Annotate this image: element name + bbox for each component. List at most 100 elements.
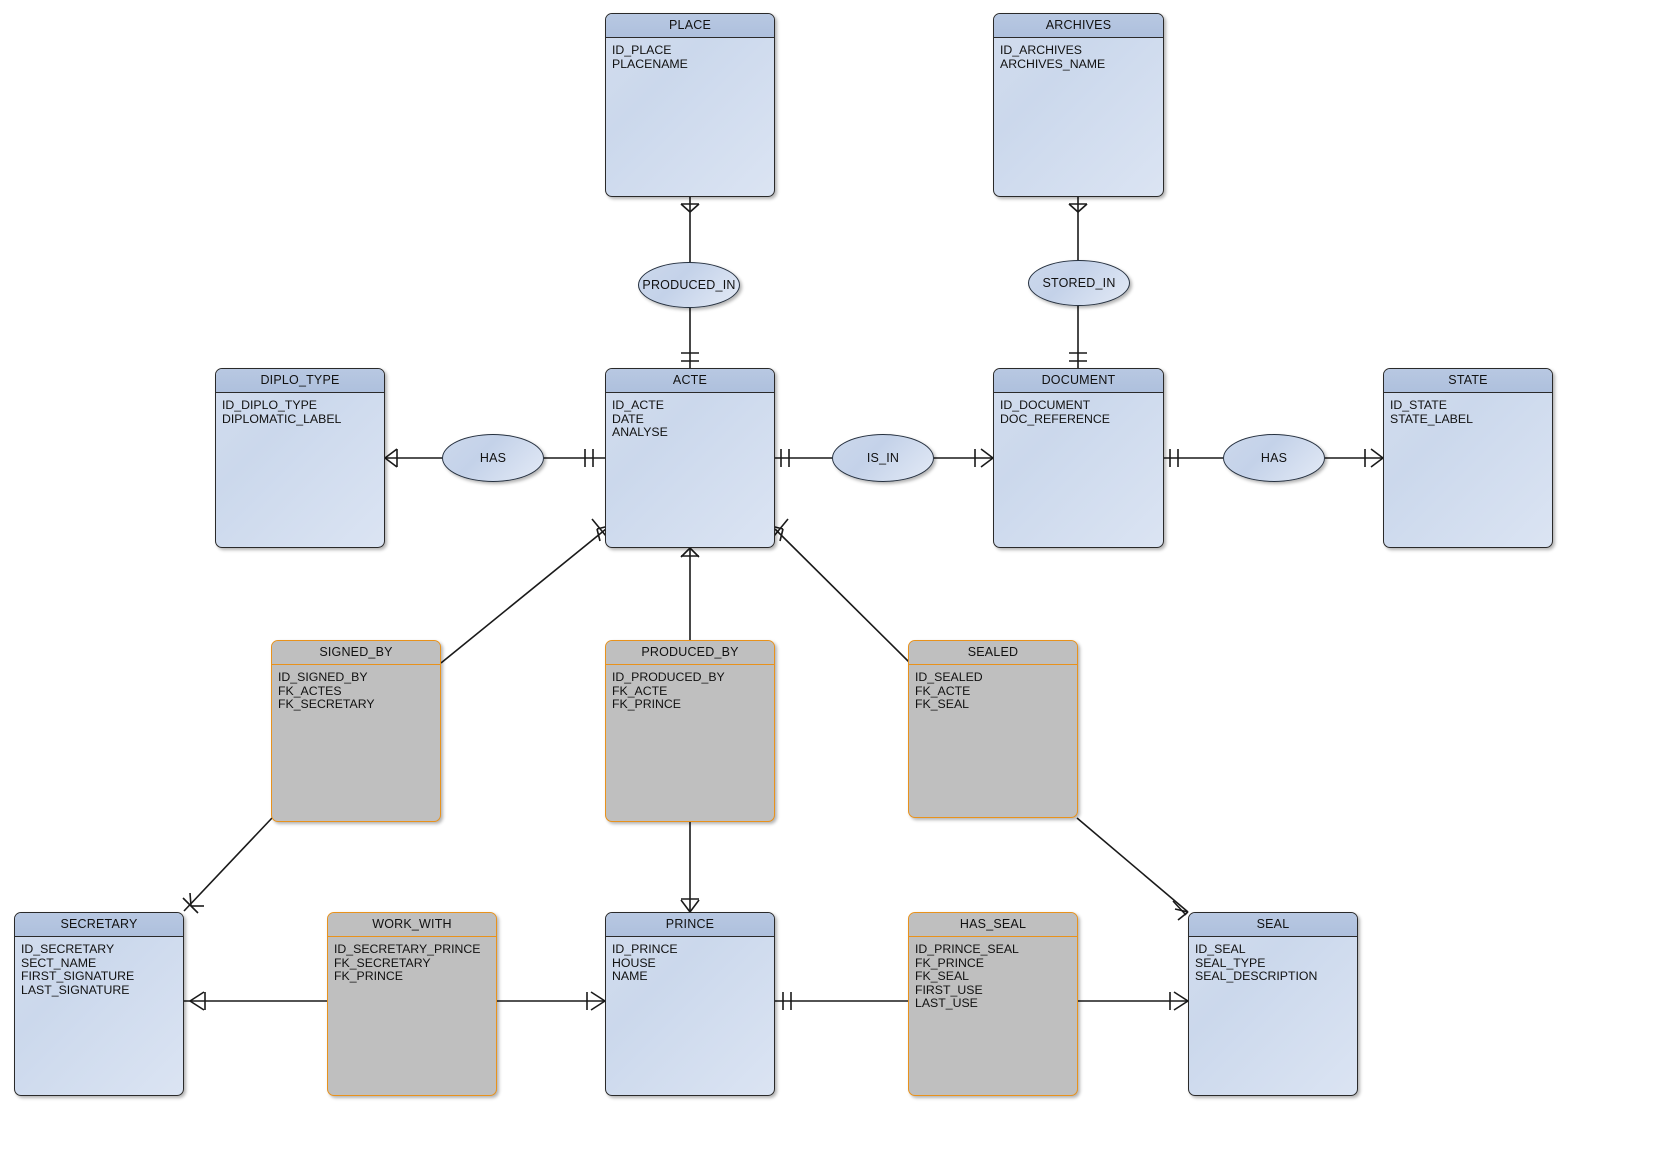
entity-seal[interactable]: SEAL ID_SEAL SEAL_TYPE SEAL_DESCRIPTION — [1188, 912, 1358, 1096]
attribute: DATE — [612, 411, 644, 426]
assoc-produced-by-title: PRODUCED_BY — [606, 641, 774, 665]
line-sealed-seal — [1076, 817, 1189, 913]
assoc-entity-sealed[interactable]: SEALED ID_SEALED FK_ACTE FK_SEAL — [908, 640, 1078, 818]
assoc-entity-signed-by[interactable]: SIGNED_BY ID_SIGNED_BY FK_ACTES FK_SECRE… — [271, 640, 441, 822]
crow-state-foot-a — [1370, 448, 1384, 459]
crow-diplotype-foot-b — [384, 457, 398, 468]
entity-state[interactable]: STATE ID_STATE STATE_LABEL — [1383, 368, 1553, 548]
entity-archives[interactable]: ARCHIVES ID_ARCHIVES ARCHIVES_NAME — [993, 13, 1164, 197]
entity-place[interactable]: PLACE ID_PLACE PLACENAME — [605, 13, 775, 197]
entity-secretary[interactable]: SECRETARY ID_SECRETARY SECT_NAME FIRST_S… — [14, 912, 184, 1096]
crow-prince-left-foot-a — [590, 991, 606, 1002]
crow-acte-sl-foot-b — [779, 528, 784, 542]
attribute: ID_PRINCE_SEAL — [915, 942, 1019, 956]
attribute: ID_PRINCE — [612, 942, 678, 956]
attribute: ID_SEAL — [1195, 942, 1246, 956]
attribute: FK_PRINCE — [612, 697, 682, 712]
crow-seal-left-foot-a — [1173, 991, 1189, 1002]
attribute: SEAL_TYPE — [1195, 955, 1266, 970]
attribute: DOC_REFERENCE — [1000, 411, 1111, 426]
crow-seal-left-foot-b — [1173, 1000, 1189, 1011]
assoc-entity-has-seal[interactable]: HAS_SEAL ID_PRINCE_SEAL FK_PRINCE FK_SEA… — [908, 912, 1078, 1096]
entity-prince[interactable]: PRINCE ID_PRINCE HOUSE NAME — [605, 912, 775, 1096]
attribute: FK_ACTES — [278, 683, 342, 698]
attribute: FK_SECRETARY — [334, 955, 431, 970]
attribute: FK_PRINCE — [915, 955, 985, 970]
crow-diplotype-foot-a — [384, 448, 398, 459]
attribute: ID_SIGNED_BY — [278, 670, 368, 684]
attribute: LAST_SIGNATURE — [21, 982, 130, 997]
attribute: FK_SEAL — [915, 697, 969, 712]
attribute: FK_SECRETARY — [278, 697, 375, 712]
entity-acte-attributes: ID_ACTE DATE ANALYSE — [606, 393, 774, 440]
attribute: FK_ACTE — [612, 683, 668, 698]
crow-document-foot-a — [980, 448, 994, 459]
attribute: FK_SEAL — [915, 969, 969, 984]
attribute: STATE_LABEL — [1390, 411, 1473, 426]
assoc-work-with-attributes: ID_SECRETARY_PRINCE FK_SECRETARY FK_PRIN… — [328, 937, 496, 984]
entity-prince-attributes: ID_PRINCE HOUSE NAME — [606, 937, 774, 984]
attribute: ID_DOCUMENT — [1000, 398, 1091, 412]
relationship-is-in[interactable]: IS_IN — [832, 434, 934, 482]
attribute: ID_SECRETARY_PRINCE — [334, 942, 481, 956]
entity-archives-attributes: ID_ARCHIVES ARCHIVES_NAME — [994, 38, 1163, 71]
crow-workwith-left-foot-b — [189, 1000, 205, 1011]
assoc-produced-by-attributes: ID_PRODUCED_BY FK_ACTE FK_PRINCE — [606, 665, 774, 712]
entity-place-attributes: ID_PLACE PLACENAME — [606, 38, 774, 71]
crow-acte-pb-foot-a — [680, 547, 691, 558]
entity-diplo-type[interactable]: DIPLO_TYPE ID_DIPLO_TYPE DIPLOMATIC_LABE… — [215, 368, 385, 548]
attribute: ID_ARCHIVES — [1000, 43, 1083, 57]
attribute: SEAL_DESCRIPTION — [1195, 969, 1318, 984]
relationship-stored-in[interactable]: STORED_IN — [1028, 260, 1130, 306]
assoc-entity-produced-by[interactable]: PRODUCED_BY ID_PRODUCED_BY FK_ACTE FK_PR… — [605, 640, 775, 822]
attribute: ID_PRODUCED_BY — [612, 670, 725, 684]
crow-acte-sb-foot-b — [596, 528, 601, 542]
entity-document-title: DOCUMENT — [994, 369, 1163, 393]
assoc-work-with-title: WORK_WITH — [328, 913, 496, 937]
relationship-has-diplo-type[interactable]: HAS — [442, 434, 544, 482]
attribute: FK_ACTE — [915, 683, 971, 698]
attribute: LAST_USE — [915, 996, 978, 1011]
entity-secretary-title: SECRETARY — [15, 913, 183, 937]
line-acte-sealed — [774, 528, 911, 664]
assoc-signed-by-title: SIGNED_BY — [272, 641, 440, 665]
entity-acte-title: ACTE — [606, 369, 774, 393]
assoc-has-seal-attributes: ID_PRINCE_SEAL FK_PRINCE FK_SEAL FIRST_U… — [909, 937, 1077, 1011]
crow-workwith-left-foot-a — [189, 991, 205, 1002]
crow-place-foot-a — [680, 203, 691, 213]
attribute: ID_STATE — [1390, 398, 1447, 412]
attribute: NAME — [612, 969, 648, 984]
crow-secretary-bar — [182, 897, 199, 914]
attribute: ID_DIPLO_TYPE — [222, 398, 317, 412]
crow-acte-sb-bar — [591, 518, 607, 537]
entity-document-attributes: ID_DOCUMENT DOC_REFERENCE — [994, 393, 1163, 426]
entity-state-title: STATE — [1384, 369, 1552, 393]
assoc-sealed-title: SEALED — [909, 641, 1077, 665]
entity-place-title: PLACE — [606, 14, 774, 38]
relationship-has-state[interactable]: HAS — [1223, 434, 1325, 482]
crow-acte-pb-foot-b — [689, 547, 700, 558]
entity-archives-title: ARCHIVES — [994, 14, 1163, 38]
entity-seal-attributes: ID_SEAL SEAL_TYPE SEAL_DESCRIPTION — [1189, 937, 1357, 984]
crow-archives-foot-a — [1068, 203, 1079, 213]
attribute: PLACENAME — [612, 56, 688, 71]
entity-prince-title: PRINCE — [606, 913, 774, 937]
crow-prince-left-foot-b — [590, 1000, 606, 1011]
crow-archives-foot-b — [1077, 203, 1088, 213]
attribute: ID_SEALED — [915, 670, 983, 684]
line-signedby-secretary — [183, 817, 273, 912]
attribute: FK_PRINCE — [334, 969, 404, 984]
assoc-sealed-attributes: ID_SEALED FK_ACTE FK_SEAL — [909, 665, 1077, 712]
entity-acte[interactable]: ACTE ID_ACTE DATE ANALYSE — [605, 368, 775, 548]
line-acte-signedby — [440, 528, 607, 664]
attribute: DIPLOMATIC_LABEL — [222, 411, 342, 426]
entity-secretary-attributes: ID_SECRETARY SECT_NAME FIRST_SIGNATURE L… — [15, 937, 183, 997]
assoc-entity-work-with[interactable]: WORK_WITH ID_SECRETARY_PRINCE FK_SECRETA… — [327, 912, 497, 1096]
relationship-produced-in[interactable]: PRODUCED_IN — [638, 262, 740, 308]
attribute: ANALYSE — [612, 425, 668, 440]
crow-state-foot-b — [1370, 457, 1384, 468]
entity-document[interactable]: DOCUMENT ID_DOCUMENT DOC_REFERENCE — [993, 368, 1164, 548]
attribute: ARCHIVES_NAME — [1000, 56, 1106, 71]
